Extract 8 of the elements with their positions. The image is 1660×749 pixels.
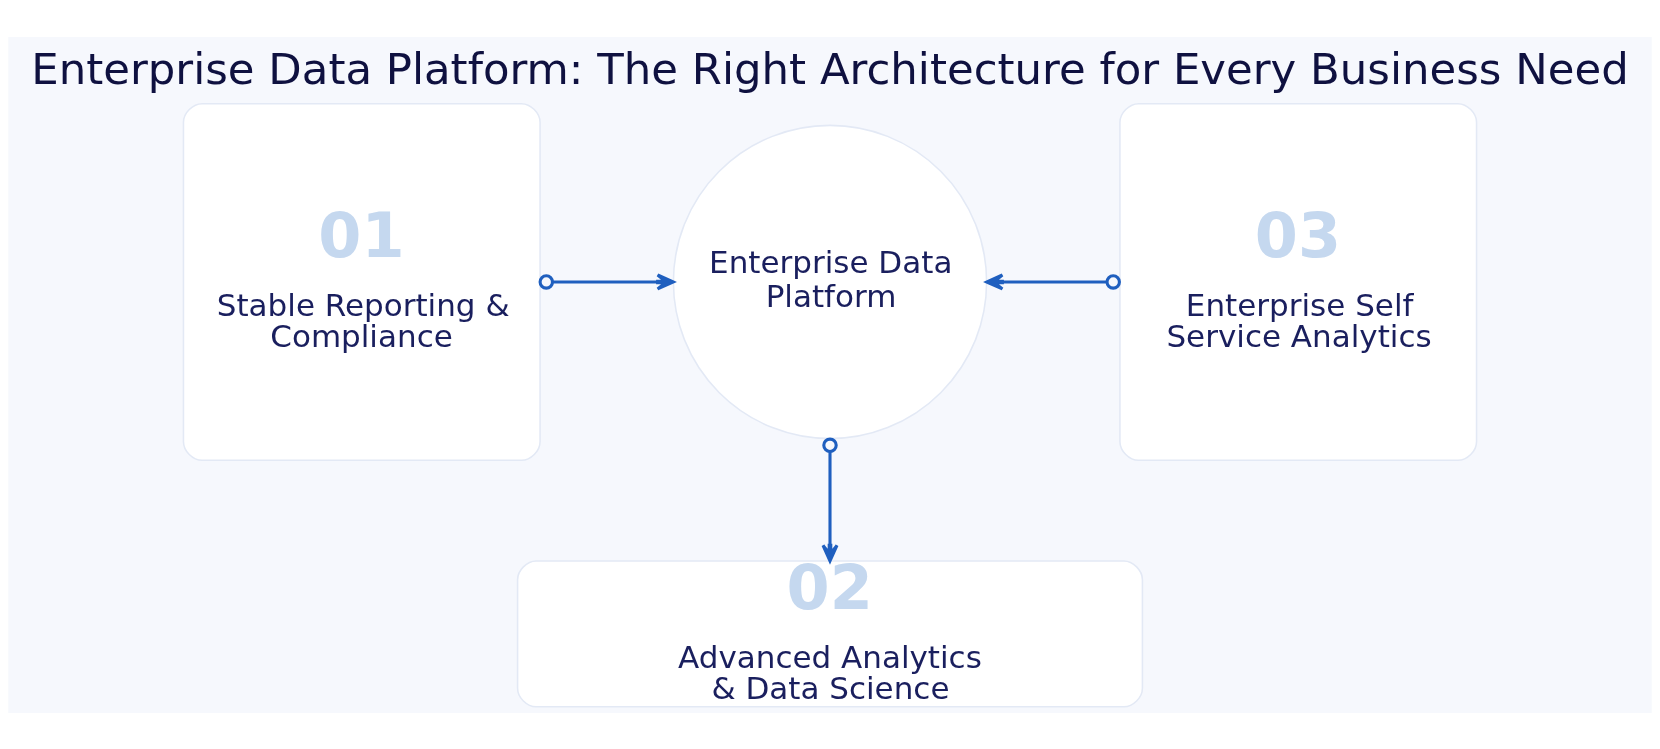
node-box: 03 Enterprise Self Service Analytics [1119,102,1478,461]
arrow [821,437,839,562]
node-box: 01 Stable Reporting & Compliance [182,102,541,461]
arrow [538,272,675,290]
diagram-title: Enterprise Data Platform: The Right Architecture for Every Business Need [31,43,1629,94]
node-circle: Enterprise Data Platform [672,124,988,439]
arrow [985,272,1121,290]
node-box: 02 Advanced Analytics & Data Science [516,559,1144,708]
